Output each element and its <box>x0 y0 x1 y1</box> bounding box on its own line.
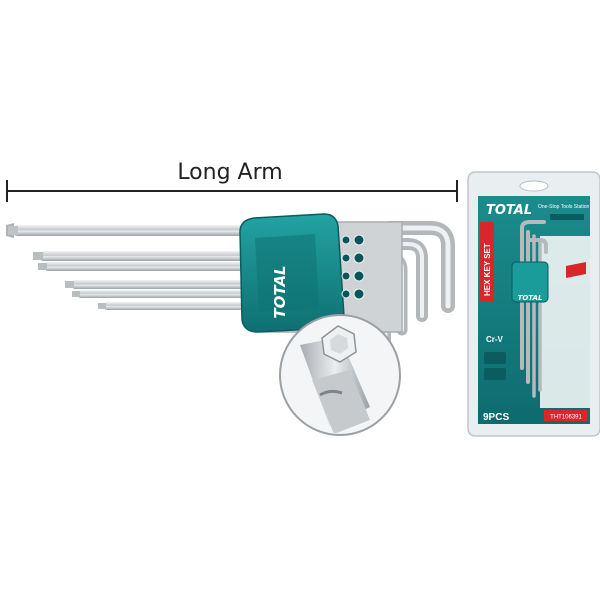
holder-brand-logo: TOTAL <box>271 265 289 318</box>
torx-tip-closeup-callout <box>279 314 401 436</box>
package-material: Cr-V <box>486 335 504 344</box>
long-arm-label: Long Arm <box>177 160 283 185</box>
package-holder-brand: TOTAL <box>518 294 543 302</box>
hex-key-arm-4 <box>72 280 282 289</box>
dimension-tick-left <box>6 180 8 202</box>
hex-key-set <box>6 223 284 310</box>
hex-key-arm-6 <box>104 302 284 310</box>
torx-tip-3 <box>38 263 47 270</box>
package-title: HEX KEY SET <box>483 243 492 296</box>
package-tagline: One-Stop Tools Station <box>538 204 590 210</box>
torx-tip-6 <box>98 303 106 309</box>
hex-key-arm-5 <box>78 290 283 298</box>
package-brand: TOTAL <box>486 203 532 218</box>
hex-key-arm-2 <box>40 251 280 261</box>
package-model: THT106391 <box>550 415 582 421</box>
hex-key-arm-1 <box>14 225 274 236</box>
key-holder: TOTAL <box>239 213 365 333</box>
torx-tip-2 <box>33 252 43 260</box>
package-piece-count: 9PCS <box>483 412 509 423</box>
package-title-band <box>480 222 494 302</box>
dimension-line <box>6 190 458 192</box>
hex-key-arm-3 <box>45 262 280 271</box>
torx-tip-5 <box>72 291 80 297</box>
retail-package: TOTAL One-Stop Tools Station HEX KEY SET… <box>467 171 600 437</box>
dimension-tick-right <box>456 180 458 202</box>
hang-hole <box>519 180 549 192</box>
torx-tip-4 <box>65 281 74 288</box>
